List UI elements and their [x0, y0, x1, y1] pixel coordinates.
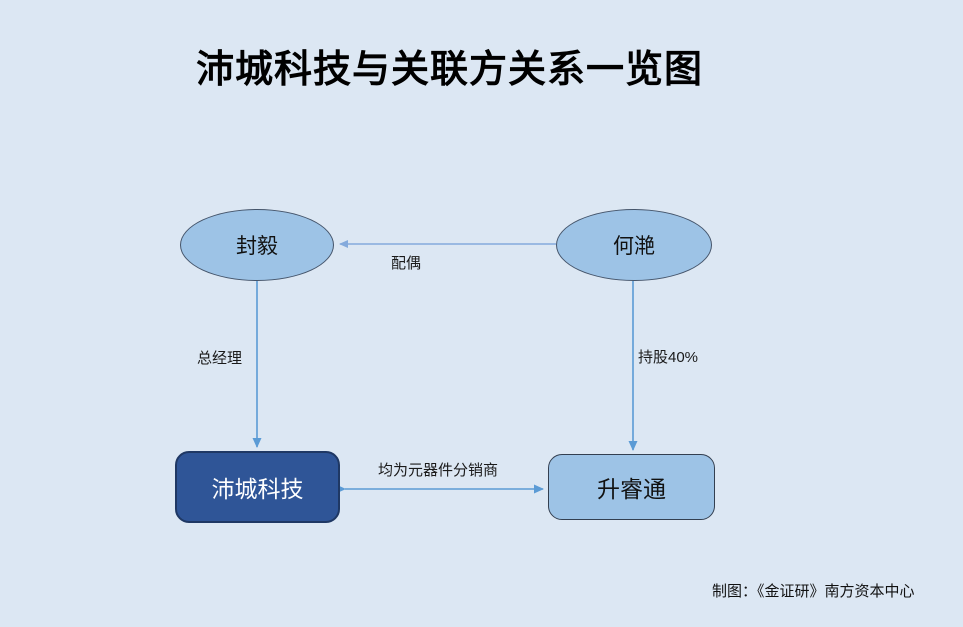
node-peicheng-tech-label: 沛城科技 [211, 476, 304, 502]
node-he-yan: 何滟 [556, 209, 712, 281]
edge-label-general-manager: 总经理 [197, 350, 243, 367]
diagram-title: 沛城科技与关联方关系一览图 [196, 49, 704, 91]
node-feng-yi: 封毅 [180, 209, 334, 281]
node-shengruitong-label: 升睿通 [597, 476, 666, 502]
node-shengruitong: 升睿通 [548, 454, 715, 520]
edge-label-distributor: 均为元器件分销商 [378, 462, 499, 479]
node-peicheng-tech: 沛城科技 [175, 451, 340, 523]
edge-label-spouse: 配偶 [391, 255, 422, 272]
credit-line: 制图：《金证研》南方资本中心 [712, 583, 915, 600]
node-he-yan-label: 何滟 [613, 235, 655, 258]
node-feng-yi-label: 封毅 [236, 235, 278, 258]
edge-label-shareholding: 持股40% [638, 349, 699, 366]
